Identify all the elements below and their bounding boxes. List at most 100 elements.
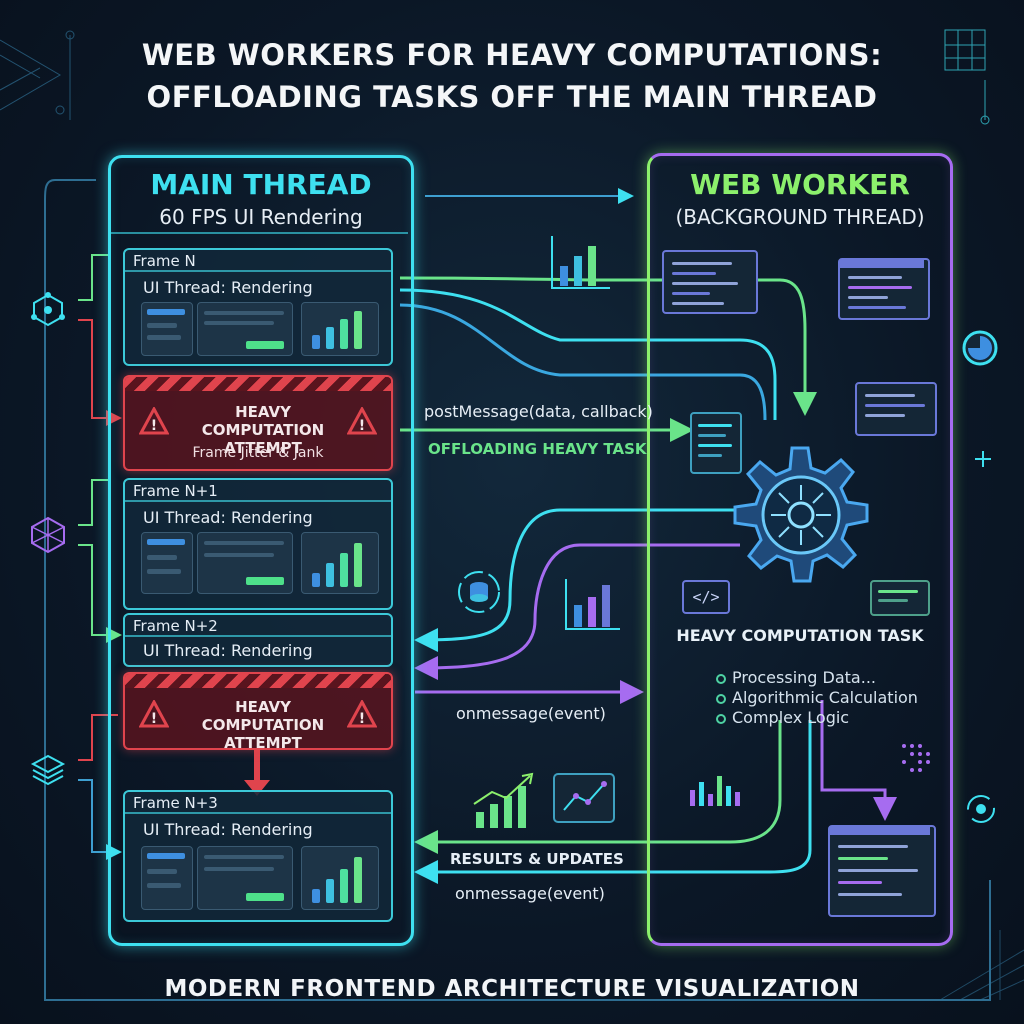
mini-list-panel — [141, 532, 193, 594]
equalizer-icon — [690, 776, 740, 806]
task-title: HEAVY COMPUTATION TASK — [676, 626, 924, 645]
target-icon — [967, 795, 995, 823]
code-snippet-card — [662, 250, 758, 314]
frame-label: Frame N+3 — [133, 794, 218, 812]
code-snippet-card — [828, 825, 936, 917]
left-branch-cyan — [78, 779, 122, 860]
code-snippet-card — [870, 580, 930, 616]
return-curve-purple — [414, 543, 740, 680]
network-node-icon — [31, 292, 65, 327]
heavy-computation-subtitle: Frame Jitter & Jank — [192, 445, 324, 461]
frame-n: Frame N UI Thread: Rendering — [123, 248, 393, 366]
frame-status: UI Thread: Rendering — [143, 508, 313, 527]
svg-text:!: ! — [151, 418, 157, 434]
warning-icon: ! — [347, 700, 377, 728]
frame-label: Frame N+1 — [133, 482, 218, 500]
web-worker-panel: WEB WORKER (BACKGROUND THREAD) — [647, 153, 953, 946]
check-icon — [716, 693, 726, 704]
decor-grid-bottom-right — [939, 930, 1024, 1001]
gear-icon — [733, 446, 869, 583]
growth-chart-icon — [473, 772, 534, 828]
frame-label: Frame N+2 — [133, 617, 218, 635]
left-branch-green-2 — [78, 479, 108, 526]
web-worker-header: WEB WORKER (BACKGROUND THREAD) — [650, 168, 950, 229]
heavy-computation-block-1: ! ! HEAVY COMPUTATION ATTEMPT Frame Jitt… — [123, 375, 393, 471]
mini-form-panel — [197, 846, 293, 910]
main-thread-subtitle: 60 FPS UI Rendering — [159, 205, 363, 229]
flow-curve-cyan-2 — [399, 303, 767, 421]
pie-chart-icon — [962, 330, 998, 366]
frame-n-plus-2: Frame N+2 UI Thread: Rendering — [123, 613, 393, 667]
main-thread-panel: MAIN THREAD 60 FPS UI Rendering — [108, 155, 414, 946]
frame-status: UI Thread: Rendering — [143, 820, 313, 839]
flow-curve-cyan-1 — [399, 288, 777, 420]
mini-form-panel — [197, 302, 293, 356]
frame-status: UI Thread: Rendering — [143, 641, 313, 660]
task-item: Algorithmic Calculation — [716, 688, 918, 707]
mini-chart-panel — [301, 846, 379, 910]
task-item: Processing Data... — [716, 668, 876, 687]
task-item: Complex Logic — [716, 708, 849, 727]
bar-chart-icon — [551, 236, 610, 289]
post-message-label: postMessage(data, callback) — [424, 402, 653, 421]
check-icon — [716, 673, 726, 684]
warning-icon: ! — [139, 407, 169, 435]
svg-text:!: ! — [359, 418, 365, 434]
page-title-line-2: OFFLOADING TASKS OFF THE MAIN THREAD — [146, 80, 878, 114]
results-curve-cyan — [414, 720, 812, 884]
left-branch-red-1 — [78, 319, 122, 426]
onmessage-label-1: onmessage(event) — [456, 704, 606, 723]
svg-text:!: ! — [151, 711, 157, 727]
left-branch-red-2 — [78, 714, 118, 761]
hazard-stripes — [125, 674, 391, 688]
frame-divider — [125, 270, 391, 272]
bar-chart-icon — [565, 579, 620, 630]
code-snippet-card — [838, 258, 930, 320]
mini-form-panel — [197, 532, 293, 594]
task-item-label: Algorithmic Calculation — [732, 688, 918, 707]
heavy-computation-block-2: ! ! HEAVY COMPUTATION ATTEMPT — [123, 672, 393, 750]
mini-chart-panel — [301, 302, 379, 356]
plus-icon — [975, 451, 991, 467]
web-worker-title: WEB WORKER — [690, 168, 910, 201]
frame-divider — [125, 812, 391, 814]
page-title-line-1: WEB WORKERS FOR HEAVY COMPUTATIONS: — [141, 38, 883, 72]
frame-divider — [125, 635, 391, 637]
mini-list-panel — [141, 846, 193, 910]
database-sync-icon — [458, 571, 500, 613]
frame-n-plus-1: Frame N+1 UI Thread: Rendering — [123, 478, 393, 610]
code-snippet-card — [855, 382, 937, 436]
frame-label: Frame N — [133, 252, 196, 270]
dot-matrix-icon — [902, 744, 930, 772]
results-curve-green — [414, 720, 782, 854]
check-icon — [716, 713, 726, 724]
decor-grid-top-right — [944, 29, 990, 125]
worker-purple-drop — [820, 700, 897, 821]
frame-n-plus-3: Frame N+3 UI Thread: Rendering — [123, 790, 393, 922]
left-tree-main — [44, 179, 991, 1001]
warning-icon: ! — [347, 407, 377, 435]
left-branch-green-3 — [78, 544, 122, 643]
web-worker-subtitle: (BACKGROUND THREAD) — [675, 205, 925, 229]
code-snippet-card — [690, 412, 742, 474]
decor-grid-top-left — [0, 30, 75, 120]
line-chart-icon — [553, 773, 615, 823]
main-thread-title: MAIN THREAD — [150, 168, 372, 201]
warning-icon: ! — [139, 700, 169, 728]
heavy-computation-title: HEAVY COMPUTATION ATTEMPT — [201, 403, 325, 457]
hazard-stripes — [125, 377, 391, 391]
main-thread-header: MAIN THREAD 60 FPS UI Rendering — [111, 168, 411, 229]
frame-status: UI Thread: Rendering — [143, 278, 313, 297]
left-branch-green-1 — [78, 254, 108, 301]
onmessage-label-2: onmessage(event) — [455, 884, 605, 903]
footer-caption: MODERN FRONTEND ARCHITECTURE VISUALIZATI… — [164, 976, 860, 1002]
main-thread-divider — [110, 232, 408, 234]
red-down-arrowhead — [244, 780, 270, 796]
code-tag-icon: </> — [682, 580, 730, 614]
task-item-label: Processing Data... — [732, 668, 876, 687]
results-label: RESULTS & UPDATES — [450, 850, 624, 868]
layers-icon — [30, 754, 66, 786]
heavy-computation-title: HEAVY COMPUTATION ATTEMPT — [201, 698, 325, 750]
frame-divider — [125, 500, 391, 502]
